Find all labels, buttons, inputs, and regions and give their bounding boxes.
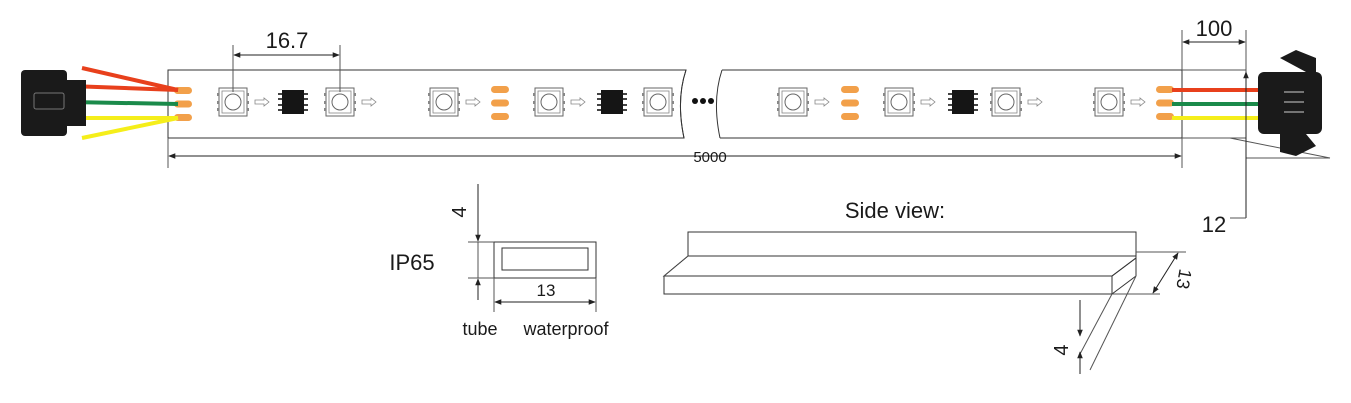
- led-chip-icon: [1092, 87, 1126, 117]
- data-flow-arrow-icon: [254, 97, 270, 107]
- led-chip-icon: [532, 87, 566, 117]
- connector-height-label: 12: [1202, 212, 1226, 237]
- led-chip-icon: [882, 87, 916, 117]
- side-view: Side view: 13 4: [662, 198, 1195, 374]
- solder-pads-icon: [491, 86, 509, 120]
- left-connector: [21, 70, 86, 136]
- dimension-connector-height: 12: [1202, 71, 1249, 237]
- data-flow-arrow-icon: [570, 97, 586, 107]
- led-chip-icon: [323, 87, 357, 117]
- led-chip-icon: [989, 87, 1023, 117]
- led-chip-icon: [427, 87, 461, 117]
- tube-height-label: 4: [449, 206, 471, 217]
- tube-label: tube: [462, 319, 497, 339]
- led-chip-icon: [641, 87, 675, 117]
- solder-pads-icon: [841, 86, 859, 120]
- ip-rating-label: IP65: [389, 250, 434, 275]
- left-wires: [69, 66, 179, 140]
- solder-pads-icon: [1156, 86, 1174, 120]
- tube-cross-section: 4 13 IP65 tube waterproof: [389, 184, 610, 339]
- data-flow-arrow-icon: [361, 97, 377, 107]
- connector-length-label: 100: [1196, 16, 1233, 41]
- tube-width-label: 13: [537, 281, 556, 300]
- dimension-strip-length: 5000: [167, 138, 1183, 168]
- right-connector: [1258, 50, 1322, 156]
- dimension-led-pitch: 16.7: [232, 28, 341, 92]
- data-flow-arrow-icon: [920, 97, 936, 107]
- data-flow-arrow-icon: [814, 97, 830, 107]
- right-wires: [1172, 88, 1260, 120]
- led-chip-icon: [776, 87, 810, 117]
- led-pitch-label: 16.7: [266, 28, 309, 53]
- waterproof-label: waterproof: [522, 319, 609, 339]
- data-flow-arrow-icon: [1130, 97, 1146, 107]
- dimension-connector-length: 100: [1181, 16, 1247, 70]
- driver-ic-icon: [277, 89, 309, 115]
- ellipsis-icon: [692, 98, 714, 104]
- led-strip: [167, 69, 1331, 159]
- data-flow-arrow-icon: [465, 97, 481, 107]
- driver-ic-icon: [596, 89, 628, 115]
- side-height-label: 4: [1051, 344, 1073, 355]
- strip-length-label: 5000: [693, 149, 726, 166]
- side-width-label: 13: [1172, 267, 1195, 290]
- side-view-title: Side view:: [845, 198, 945, 223]
- data-flow-arrow-icon: [1027, 97, 1043, 107]
- driver-ic-icon: [947, 89, 979, 115]
- led-chip-icon: [216, 87, 250, 117]
